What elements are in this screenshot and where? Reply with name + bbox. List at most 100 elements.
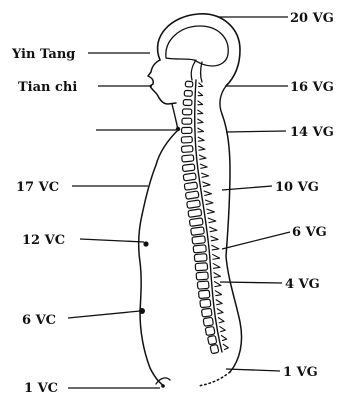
vertebral-body <box>200 299 211 308</box>
spinous-process <box>221 335 226 341</box>
vertebral-body <box>196 272 208 280</box>
vertebral-body <box>187 200 201 208</box>
spinous-process <box>198 101 203 105</box>
vertebral-body <box>192 236 206 244</box>
spinous-process <box>212 245 219 250</box>
vertebral-body <box>193 245 206 253</box>
perineum-dotted <box>198 372 230 386</box>
vertebra <box>196 271 220 280</box>
vertebra <box>188 207 215 218</box>
spinous-process <box>213 263 220 268</box>
spinous-process <box>220 326 226 332</box>
spinous-process <box>213 254 220 259</box>
spinous-process <box>211 235 218 240</box>
leader-1vg <box>226 369 280 371</box>
vertebral-body <box>203 317 213 326</box>
label-6vc: 6 VC <box>22 313 56 328</box>
labels: Yin Tang Tian chi 17 VC 12 VC 6 VC 1 VC … <box>11 11 334 396</box>
leader-12vc <box>80 239 144 242</box>
vertebral-body <box>182 164 195 172</box>
chest-front <box>142 130 178 215</box>
vertebral-body <box>184 90 192 96</box>
vertebra <box>184 180 210 190</box>
vertebral-body <box>191 227 205 236</box>
spinous-process <box>207 208 215 213</box>
label-17vc: 17 VC <box>16 180 59 195</box>
vertebral-body <box>210 344 219 353</box>
acupoints <box>139 127 180 388</box>
neck-front <box>172 104 178 130</box>
vertebral-body <box>181 146 193 153</box>
vertebral-body <box>183 100 192 106</box>
vertebral-body <box>208 335 217 344</box>
vertebra <box>184 90 203 96</box>
vertebra <box>185 189 211 199</box>
vertebra <box>189 216 216 226</box>
spinous-process <box>217 308 223 314</box>
spinous-process <box>198 92 203 96</box>
vertebral-body <box>188 209 202 218</box>
label-6vg: 6 VG <box>292 225 327 240</box>
spinous-process <box>198 110 203 114</box>
vertebral-body <box>189 218 203 227</box>
neck-back <box>220 86 226 114</box>
vertebra <box>182 109 202 115</box>
vertebra <box>192 234 218 244</box>
vertebra <box>187 198 214 208</box>
spinous-process <box>198 119 203 123</box>
vertebra <box>183 100 203 106</box>
label-1vc: 1 VC <box>24 381 58 396</box>
vertebra <box>181 136 204 143</box>
vertebral-body <box>183 173 196 181</box>
vertebra <box>182 118 203 124</box>
vertebral-body <box>182 155 194 162</box>
back-outline <box>222 114 242 372</box>
leader-4vg <box>220 282 282 283</box>
vertebra <box>191 225 218 235</box>
vertebral-body <box>198 290 209 298</box>
groin-fold <box>156 378 170 384</box>
vertebra <box>200 298 223 308</box>
vertebra <box>181 145 205 153</box>
label-4vg: 4 VG <box>285 277 320 292</box>
spinous-process <box>201 172 208 177</box>
label-12vc: 12 VC <box>22 233 65 248</box>
vertebra <box>194 253 219 262</box>
vertebral-body <box>197 281 209 289</box>
spinous-process <box>203 181 210 186</box>
vertebral-body <box>184 182 197 190</box>
spinous-process <box>198 137 204 141</box>
spinous-process <box>215 290 221 296</box>
spinous-process <box>218 317 224 323</box>
spinous-process <box>199 83 203 87</box>
brain-outline <box>166 26 228 66</box>
spinous-process <box>223 343 228 349</box>
point-12vc <box>143 241 148 246</box>
spinous-process <box>199 146 205 150</box>
vertebral-body <box>181 136 192 143</box>
vertebral-body <box>185 81 193 87</box>
vertebra <box>195 262 220 271</box>
vertebral-body <box>205 326 215 335</box>
spinous-process <box>199 155 206 160</box>
leader-6vc <box>68 311 140 318</box>
label-16vg: 16 VG <box>290 80 334 95</box>
vertebral-body <box>194 254 207 262</box>
label-10vg: 10 VG <box>275 180 319 195</box>
spinous-process <box>210 226 218 231</box>
vertebra <box>182 154 206 163</box>
vertebral-body <box>185 191 199 199</box>
vertebra <box>197 280 221 289</box>
vertebra <box>182 162 207 171</box>
label-1vg: 1 VG <box>283 365 318 380</box>
spinous-process <box>204 190 211 195</box>
vertebra <box>183 171 209 181</box>
spinous-process <box>214 272 221 277</box>
vertebral-body <box>182 118 192 124</box>
vertebral-body <box>195 263 207 271</box>
leader-6vg <box>222 232 290 249</box>
vertebra <box>181 127 203 134</box>
spinous-process <box>208 217 216 223</box>
